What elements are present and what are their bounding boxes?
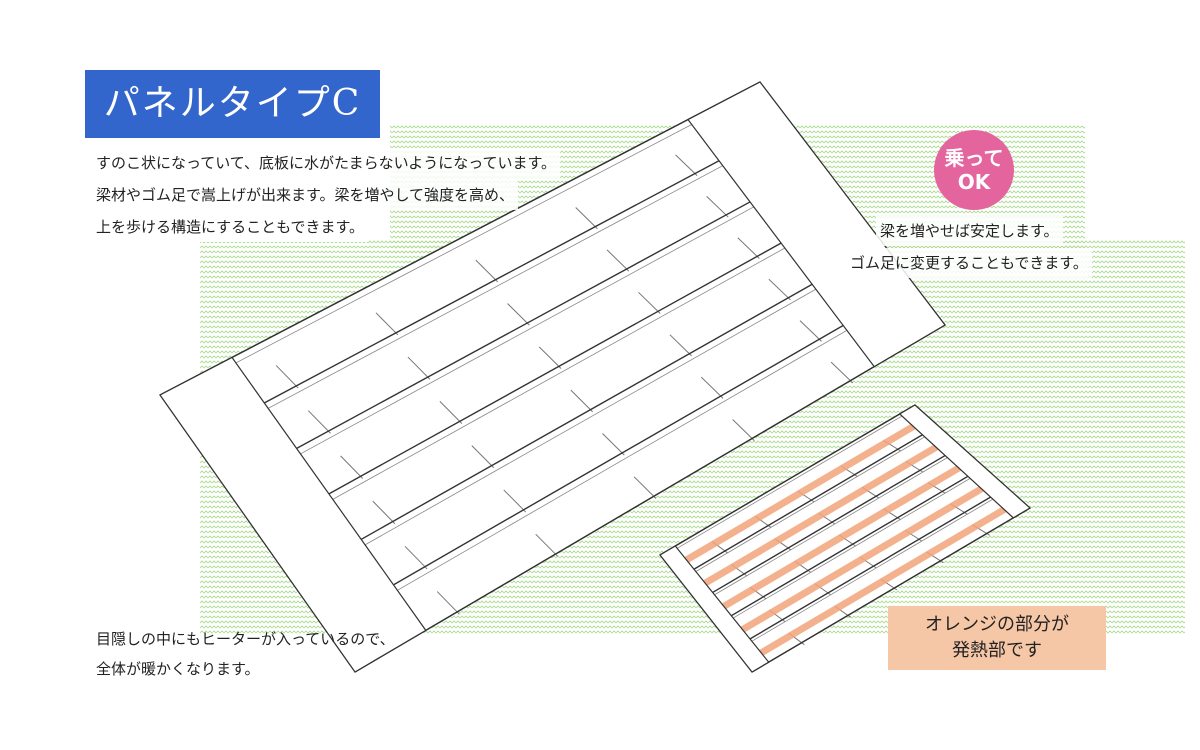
description-line-1: すのこ状になっていて、底板に水がたまらないようになっています。: [92, 148, 561, 178]
rail: [678, 424, 939, 580]
cross-beam: [633, 476, 657, 499]
rail-edge: [326, 289, 919, 632]
cross-beam: [575, 207, 598, 230]
cross-beam: [507, 303, 530, 326]
cross-beam: [439, 401, 463, 424]
cross-beam: [535, 533, 559, 557]
beam-note-line-2: ゴム足に変更することもできます。: [846, 248, 1092, 278]
heater-wire: [683, 422, 917, 564]
rail: [289, 243, 884, 581]
description-line-2: 梁材やゴム足で嵩上げが出来ます。梁を増やして強度を高め、: [92, 180, 519, 210]
rail-edge: [716, 468, 987, 628]
cross-beam: [700, 376, 724, 399]
cross-beam: [675, 154, 698, 176]
cross-beam: [275, 365, 299, 389]
heater-wire: [739, 485, 986, 634]
heater-wire: [757, 506, 1008, 657]
cross-beam: [340, 455, 364, 479]
rail-edge: [228, 167, 826, 494]
cross-beam: [436, 591, 460, 615]
heater-wire: [720, 464, 963, 610]
rail-edge: [293, 248, 888, 586]
beam-note-line-1: 梁を増やせば安定します。: [876, 216, 1063, 246]
rail: [354, 324, 946, 673]
heating-note-line-1: オレンジの部分が: [925, 614, 1069, 635]
ride-ok-badge: 乗って OK: [934, 130, 1014, 210]
badge-line-2: OK: [957, 170, 991, 194]
rail: [159, 81, 761, 396]
heater-note-line-2: 全体が暖かくなります。: [96, 660, 260, 678]
cross-beam: [404, 545, 428, 570]
rail: [714, 466, 985, 626]
rail: [224, 162, 823, 488]
cross-beam: [375, 312, 399, 336]
cross-beam: [475, 259, 499, 283]
heating-note-line-2: 発熱部です: [952, 640, 1042, 661]
heating-part-note: オレンジの部分が 発熱部です: [888, 606, 1106, 670]
rail-edge: [261, 208, 857, 540]
cross-beam: [732, 419, 755, 442]
heater-note-line-1: 目隠しの中にもヒーターが入っているので、: [96, 630, 395, 648]
badge-line-1: 乗って: [944, 146, 1004, 170]
rail-edge: [698, 447, 964, 605]
rail: [322, 283, 915, 627]
cross-beam: [471, 445, 495, 469]
rail-edge: [196, 127, 795, 448]
cross-beam: [706, 195, 729, 218]
rail-edge: [680, 427, 941, 582]
cross-beam: [602, 433, 625, 456]
end-cap: [159, 356, 427, 673]
cross-beam: [372, 500, 396, 525]
cross-beam: [768, 278, 791, 301]
rail: [659, 404, 916, 556]
cross-beam: [538, 346, 562, 369]
rail: [696, 445, 962, 603]
end-cap: [687, 81, 946, 368]
cross-beam: [570, 389, 594, 413]
rail: [257, 202, 853, 535]
small-panel-drawing: [659, 404, 1032, 673]
cross-beam: [669, 334, 692, 357]
end-cap: [898, 404, 1032, 519]
cross-beam: [307, 410, 331, 434]
rail: [733, 486, 1008, 650]
cross-beam: [830, 361, 854, 384]
main-panel-drawing: [159, 81, 946, 673]
rail: [192, 121, 792, 442]
cross-beam: [407, 356, 431, 380]
cross-beam: [503, 489, 527, 513]
description-line-3: 上を歩ける構造にすることもできます。: [92, 212, 369, 242]
cross-beam: [606, 249, 630, 272]
cross-beam: [799, 320, 822, 342]
cross-beam: [737, 237, 760, 259]
rail-edge: [661, 406, 918, 558]
heater-wire: [701, 443, 940, 587]
cross-beam: [638, 291, 661, 314]
page-title: パネルタイプC: [85, 70, 380, 138]
rail-edge: [163, 86, 764, 401]
end-cap: [659, 545, 770, 673]
rail-edge: [735, 489, 1010, 652]
rail: [751, 507, 1031, 673]
